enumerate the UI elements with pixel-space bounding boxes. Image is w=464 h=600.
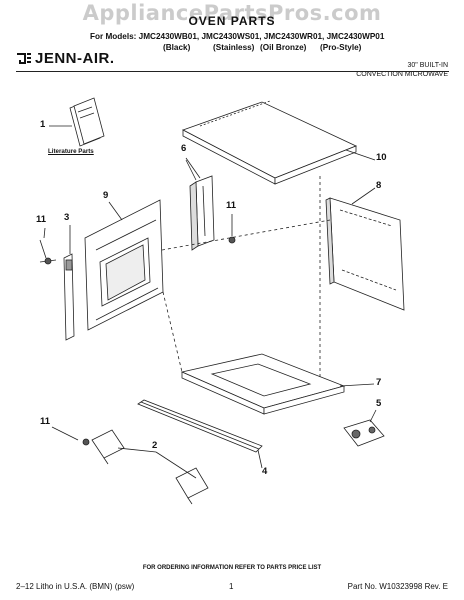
callout-7: 7 — [376, 377, 382, 388]
top-panel-part — [182, 100, 358, 185]
callout-6: 6 — [181, 143, 187, 154]
screw-part-center — [228, 222, 236, 244]
ordering-note: FOR ORDERING INFORMATION REFER TO PARTS … — [142, 565, 322, 571]
callout-9: 9 — [103, 190, 109, 201]
model-list: For Models: JMC2430WB01, JMC2430WS01, JM… — [90, 32, 385, 41]
front-rail-part — [137, 399, 263, 453]
callout-4: 4 — [262, 466, 268, 477]
subtitle-line-1: 30" BUILT-IN — [407, 62, 448, 69]
subtitle-line-2: CONVECTION MICROWAVE — [356, 71, 448, 78]
page-number: 1 — [229, 582, 234, 591]
bracket-parts — [91, 429, 209, 505]
vertical-strip-part — [63, 253, 75, 341]
variant-black: (Black) — [163, 43, 191, 52]
callout-2: 2 — [152, 440, 158, 451]
header-divider — [16, 71, 449, 72]
literature-parts-booklet — [69, 97, 105, 147]
part-number: Part No. W10323998 Rev. E — [347, 582, 448, 591]
page-title: OVEN PARTS — [188, 14, 276, 28]
callout-3: 3 — [64, 212, 70, 223]
screw-part-left — [39, 239, 57, 265]
litho-info: 2–12 Litho in U.S.A. (BMN) (psw) — [16, 582, 135, 591]
jenn-air-logo-icon — [17, 53, 31, 64]
left-side-panel-part — [84, 199, 164, 331]
variant-stainless: (Stainless) — [213, 43, 255, 52]
brand-logo: JENN-AIR. — [16, 50, 115, 67]
brand-name: JENN-AIR. — [35, 50, 115, 67]
callout-1: 1 — [40, 119, 46, 130]
leader-lines — [43, 125, 377, 479]
literature-parts-label: Literature Parts — [48, 148, 94, 155]
bottom-tray-part — [180, 353, 346, 415]
variant-oil-bronze: (Oil Bronze) — [260, 43, 307, 52]
right-side-panel-part — [325, 197, 405, 311]
callout-5: 5 — [376, 398, 382, 409]
callout-10: 10 — [376, 152, 387, 163]
callout-8: 8 — [376, 180, 382, 191]
screw-part-bottom — [57, 429, 90, 446]
callout-11-left: 11 — [36, 214, 47, 225]
channel-bracket-part — [185, 157, 215, 251]
product-subtitle: 30" BUILT-IN CONVECTION MICROWAVE — [356, 61, 448, 79]
callout-11-center: 11 — [226, 200, 237, 211]
alignment-lines — [161, 176, 331, 380]
watermark: AppliancePartsPros.com — [82, 1, 382, 25]
switch-part — [343, 419, 385, 447]
variant-pro-style: (Pro-Style) — [320, 43, 362, 52]
callout-11-bottom: 11 — [40, 416, 51, 427]
